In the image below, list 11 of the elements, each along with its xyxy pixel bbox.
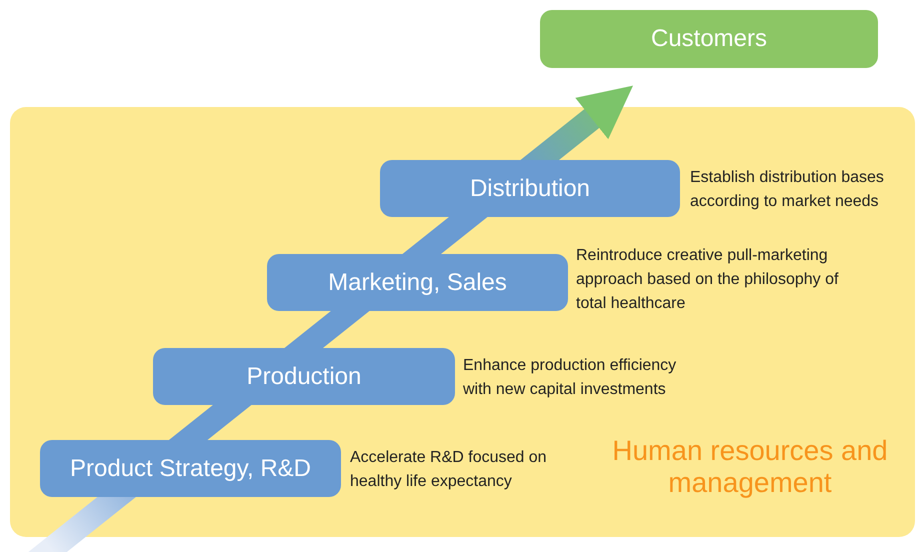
stage-box: Product Strategy, R&D [40, 440, 341, 497]
background-panel [10, 107, 915, 537]
description-text: Establish distribution bases according to market needs [690, 168, 885, 212]
stage-box: Marketing, Sales [267, 254, 568, 311]
description-text: Reintroduce creative pull-marketing approach based on the philosophy of total healthcare [576, 246, 840, 314]
target-box: Customers [540, 10, 878, 68]
description-text: Accelerate R&D focused on healthy life expectancy [350, 448, 548, 492]
stage-box: Production [153, 348, 455, 405]
panel-heading: Human resources and management [611, 435, 889, 499]
stage-box: Distribution [380, 160, 680, 217]
description-text: Enhance production efficiency with new capital investments [463, 356, 678, 400]
